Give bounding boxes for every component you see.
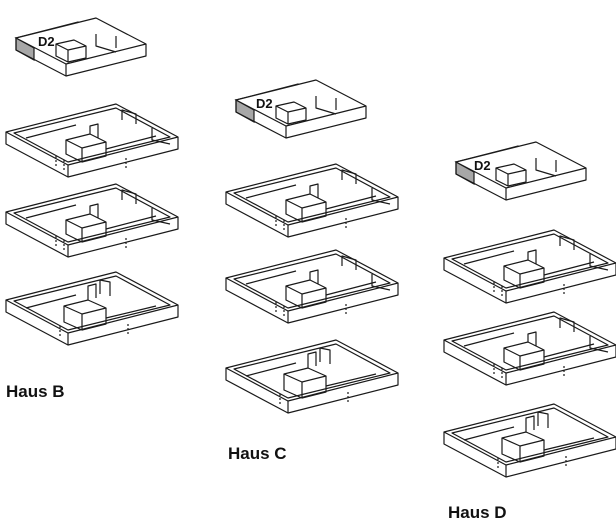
house-b-floor-2: [5, 183, 179, 258]
house-d-floor-2: [443, 311, 616, 386]
house-c-stack: D2 Haus C: [225, 79, 399, 463]
house-d-floor-1: [443, 403, 616, 478]
house-c-floor-3: [225, 163, 399, 238]
house-b-floor-3: [5, 103, 179, 178]
house-d-stack: D2 Haus D: [443, 141, 616, 522]
house-d-floor-3: [443, 229, 616, 304]
house-c-floor-1: [225, 339, 399, 414]
house-b-label: Haus B: [6, 382, 65, 401]
house-c-d2-tag: D2: [256, 96, 273, 111]
house-d-top-floor: D2: [454, 141, 587, 201]
house-c-floor-2: [225, 249, 399, 324]
house-d-label: Haus D: [448, 503, 507, 522]
house-b-d2-tag: D2: [38, 34, 55, 49]
house-c-label: Haus C: [228, 444, 287, 463]
house-c-top-floor: D2: [234, 79, 367, 139]
house-b-stack: D2 Haus B: [5, 17, 179, 401]
house-d-d2-tag: D2: [474, 158, 491, 173]
house-b-top-floor: D2: [14, 17, 147, 77]
house-b-floor-1: [5, 271, 179, 346]
